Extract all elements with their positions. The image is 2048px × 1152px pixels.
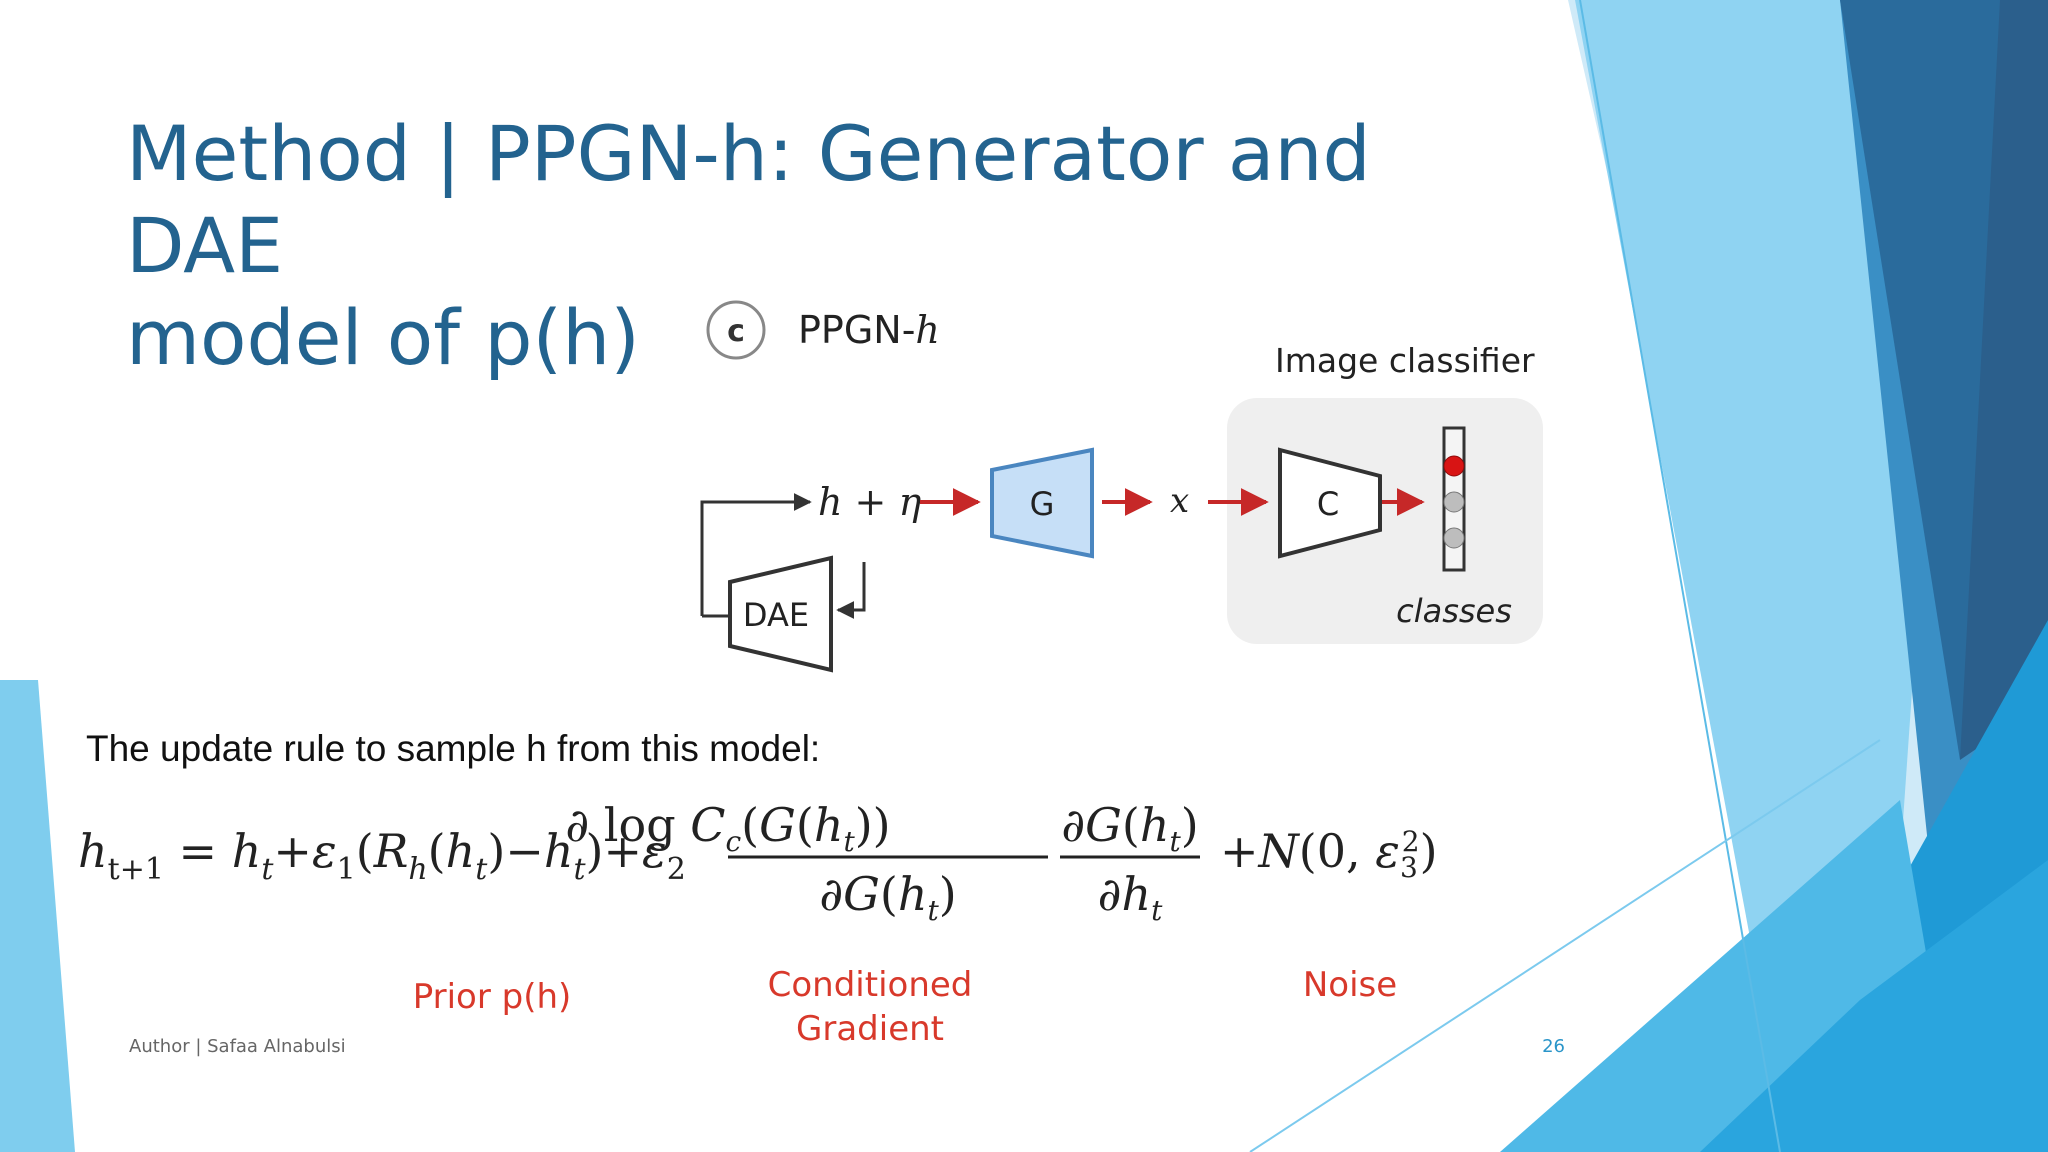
bg-shape-left-strip: [0, 680, 75, 1152]
svg-text:∂ht: ∂ht: [1098, 867, 1163, 927]
label-noise: Noise: [1302, 965, 1398, 1005]
ppgn-h-diagram: c PPGN-h Image classifier DAE h + η G x …: [700, 300, 1543, 673]
diagram-heading-text: PPGN-: [798, 308, 915, 352]
generator-block: [990, 447, 1094, 559]
class-node-active: [1443, 455, 1465, 477]
page-number: 26: [1542, 1036, 1565, 1057]
label-conditioned-gradient: Conditioned Gradient: [740, 963, 1000, 1051]
output-x-label: x: [1170, 481, 1189, 521]
update-rule-intro: The update rule to sample h from this mo…: [86, 728, 821, 769]
diagram-heading-italic: h: [915, 308, 939, 352]
classifier-title: Image classifier: [1275, 341, 1535, 380]
diagram-heading: PPGN-h: [798, 308, 940, 352]
classes-label: classes: [1396, 592, 1512, 630]
bg-line-1: [1579, 0, 1781, 1152]
svg-text:+N(0, ε32): +N(0, ε32): [1220, 824, 1438, 884]
dae-label: DAE: [743, 596, 809, 634]
loop-arrow-to-dae: [836, 562, 866, 619]
generator-label: G: [1030, 485, 1055, 523]
footer-author: Author | Safaa Alnabulsi: [129, 1036, 346, 1057]
svg-text:∂G(ht): ∂G(ht): [1061, 798, 1198, 858]
badge-letter: c: [727, 314, 745, 349]
bg-shape-light-3: [1700, 860, 2048, 1152]
bg-shape-dark-2: [1960, 0, 2048, 760]
dae-block: [728, 555, 833, 673]
classifier-block: [1278, 447, 1382, 559]
svg-text:∂ log Cc(G(ht)): ∂ log Cc(G(ht)): [565, 798, 890, 858]
loop-arrow-to-latent: [700, 493, 812, 616]
title-line-1: Method | PPGN-h: Generator and DAE: [126, 109, 1371, 290]
class-node-3: [1443, 527, 1465, 549]
update-rule-equation: ht+1 = ht+ε1(Rh(ht)−ht)+ε2 ∂ log Cc(G(ht…: [78, 798, 1438, 927]
svg-text:ht+1 = ht+ε1(Rh(ht)−ht)+ε2: ht+1 = ht+ε1(Rh(ht)−ht)+ε2: [78, 824, 686, 887]
svg-text:∂G(ht): ∂G(ht): [819, 867, 956, 927]
bg-line-2: [1249, 739, 1881, 1152]
label-gradient-line-1: Conditioned: [767, 965, 973, 1005]
latent-label: h + η: [818, 480, 921, 524]
title-line-2: model of p(h): [126, 293, 640, 382]
classifier-label: C: [1317, 485, 1339, 523]
slide-title: Method | PPGN-h: Generator and DAE model…: [126, 108, 1526, 384]
label-gradient-line-2: Gradient: [796, 1009, 944, 1049]
label-prior: Prior p(h): [412, 977, 572, 1017]
badge-circle: [706, 300, 766, 360]
class-node-2: [1443, 491, 1465, 513]
